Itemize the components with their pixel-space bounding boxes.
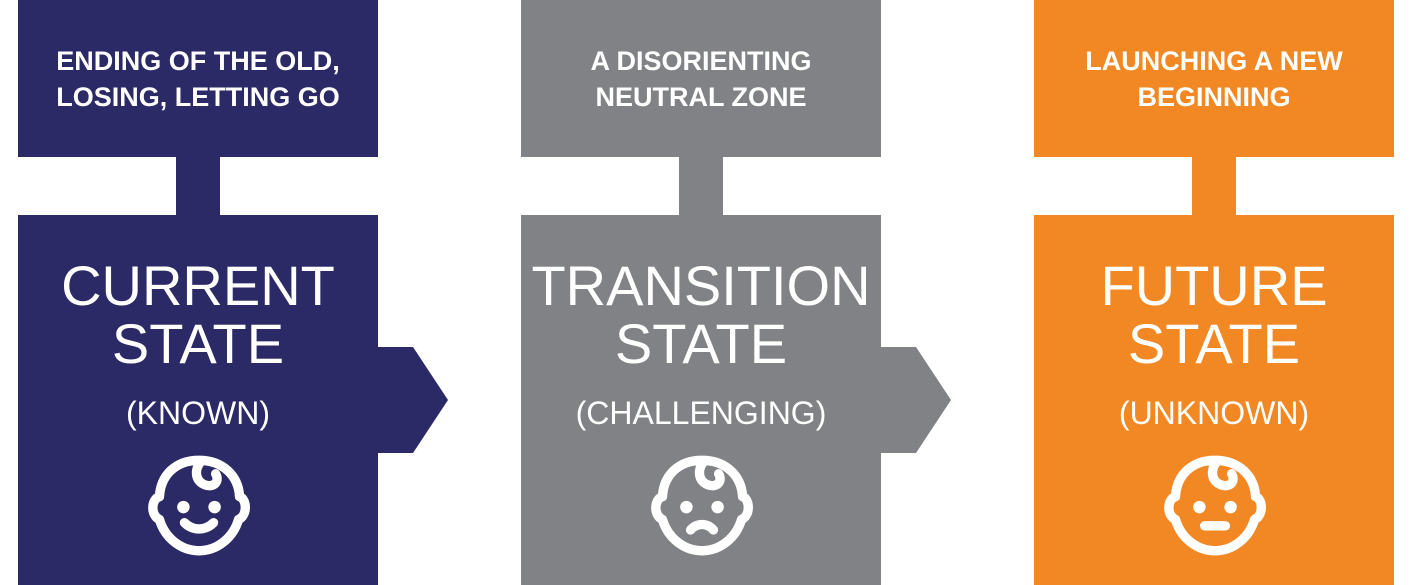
arrow-right-icon [881,347,951,453]
future-description-line-2: BEGINNING [1137,81,1291,112]
current-description-line-2: LOSING, LETTING GO [56,81,340,112]
neutral-baby-face-icon [1164,455,1266,556]
transition-state-title-line-1: TRANSITION [531,254,871,317]
future-description-line-1: LAUNCHING A NEW [1085,45,1343,76]
current-state-title-line-1: CURRENT [61,254,335,317]
current-state-title-line-2: STATE [111,312,285,375]
frowning-baby-face-icon [651,455,753,556]
future-description-box: LAUNCHING A NEW BEGINNING [1034,0,1394,157]
future-state-title-line-1: FUTURE [1100,254,1328,317]
future-state-title-line-2: STATE [1127,312,1301,375]
transition-description-line-1: A DISORIENTING [590,45,812,76]
current-description-line-1: ENDING OF THE OLD, [56,45,340,76]
future-state-title: FUTURE STATE [1034,257,1394,373]
current-state-subtitle: (KNOWN) [126,395,270,431]
stage-future: LAUNCHING A NEW BEGINNING FUTURE STATE (… [1034,0,1394,585]
current-description-box: ENDING OF THE OLD, LOSING, LETTING GO [18,0,378,157]
stage-transition: A DISORIENTING NEUTRAL ZONE TRANSITION S… [521,0,881,585]
stage-current: ENDING OF THE OLD, LOSING, LETTING GO CU… [18,0,378,585]
current-state-box: CURRENT STATE (KNOWN) [18,215,378,585]
transition-connector [679,156,723,216]
arrow-right-icon [378,347,448,453]
transition-state-subtitle: (CHALLENGING) [575,395,827,431]
transition-state-title-line-2: STATE [614,312,788,375]
future-state-box: FUTURE STATE (UNKNOWN) [1034,215,1394,585]
smiling-baby-face-icon [148,455,250,556]
transition-description-line-2: NEUTRAL ZONE [595,81,807,112]
future-state-subtitle: (UNKNOWN) [1118,395,1310,431]
current-connector [176,156,220,216]
transition-description-box: A DISORIENTING NEUTRAL ZONE [521,0,881,157]
transition-state-title: TRANSITION STATE [521,257,881,373]
future-connector [1192,156,1236,216]
current-state-title: CURRENT STATE [18,257,378,373]
transition-state-box: TRANSITION STATE (CHALLENGING) [521,215,881,585]
